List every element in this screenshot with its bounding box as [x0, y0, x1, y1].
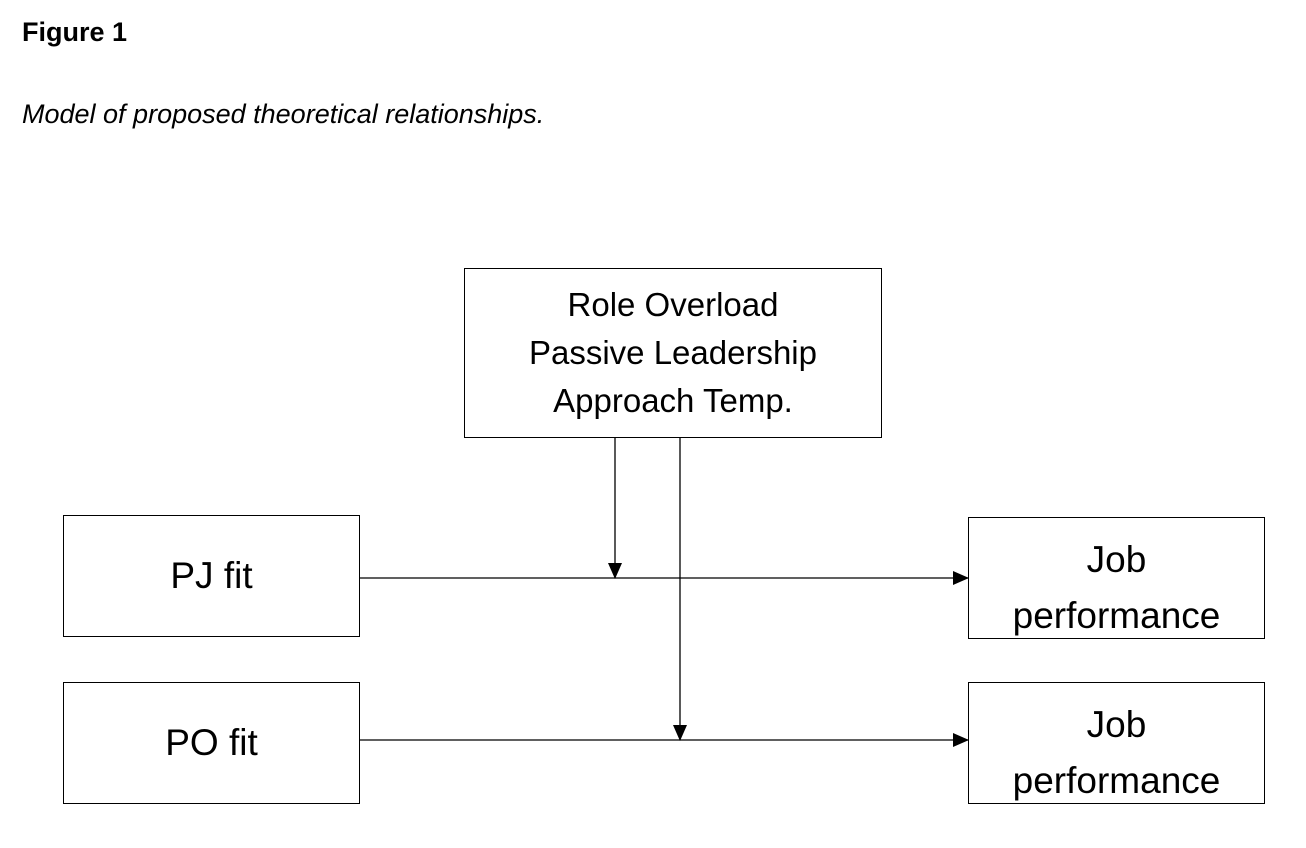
moderator-approach-temp: Approach Temp.	[553, 382, 793, 419]
moderator-passive-leadership: Passive Leadership	[528, 334, 817, 371]
figure-caption: Model of proposed theoretical relationsh…	[22, 99, 545, 129]
job-performance-box-2: Job performance	[968, 682, 1265, 804]
pj-fit-box: PJ fit	[63, 515, 360, 637]
figure-label: Figure 1	[22, 17, 128, 47]
pj-fit-label: PJ fit	[170, 555, 253, 596]
job-performance-1-line2: performance	[1012, 595, 1221, 636]
po-fit-box: PO fit	[63, 682, 360, 804]
moderators-box: Role Overload Passive Leadership Approac…	[464, 268, 882, 438]
job-performance-2-line2: performance	[1012, 760, 1221, 801]
moderator-role-overload: Role Overload	[567, 286, 779, 323]
job-performance-box-1: Job performance	[968, 517, 1265, 639]
po-fit-label: PO fit	[165, 722, 258, 763]
job-performance-2-line1: Job	[1086, 704, 1147, 745]
job-performance-1-line1: Job	[1086, 539, 1147, 580]
